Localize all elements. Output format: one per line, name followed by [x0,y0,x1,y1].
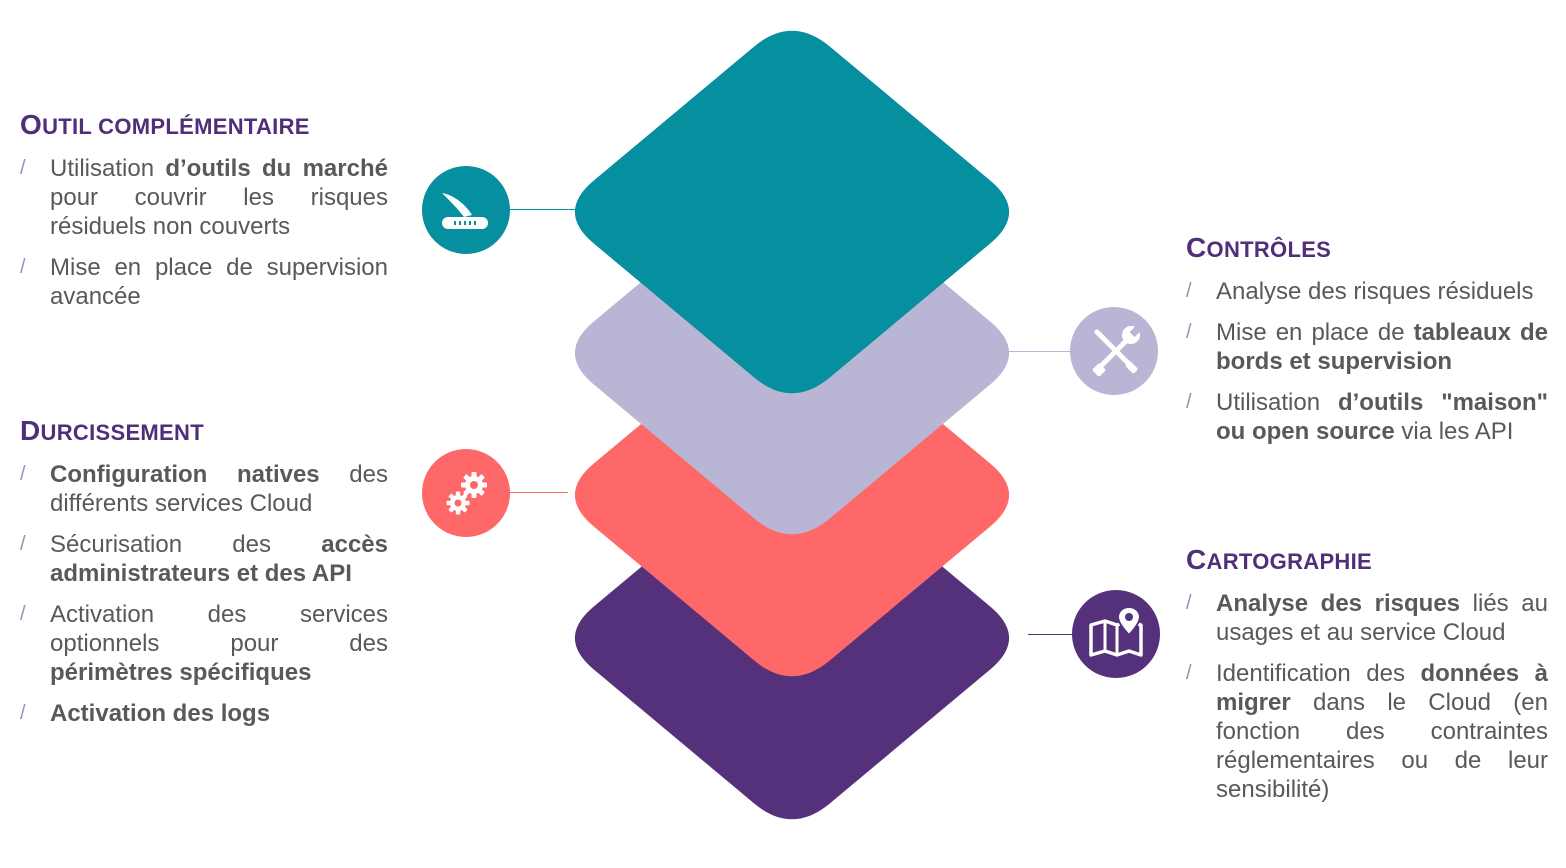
bold-text: Analyse des risques [1216,590,1461,617]
connector-durcissement [508,492,568,493]
slash-bullet-icon: / [20,157,26,179]
slash-bullet-icon: / [20,463,26,485]
gears-icon [446,472,487,515]
outil-section: OUTIL COMPLÉMENTAIRE / Utilisation d’outi… [20,108,388,323]
slash-bullet-icon: / [20,533,26,555]
item-text: des différents services Cloud [50,461,388,517]
cartographie-title: CARTOGRAPHIE [1186,544,1372,575]
bold-text: Configuration natives [50,461,320,488]
controles-title: CONTRÔLES [1186,232,1332,263]
bold-text: accès administrateurs et des API [50,531,388,587]
bold-text: périmètres spécifiques [50,659,312,686]
item-text: dans le Cloud (en fonction des contraint… [1216,689,1548,803]
slash-bullet-icon: / [1186,592,1192,614]
connector-controles [990,351,1070,352]
slash-bullet-icon: / [1186,662,1192,684]
slash-bullet-icon: / [1186,280,1192,302]
list-item: / Utilisation d’outils "maison" ou open s… [1186,388,1548,446]
item-text: pour couvrir les risques résiduels non c… [50,184,388,240]
connector-cartographie [1028,634,1073,635]
item-text: Identification des [1216,660,1421,687]
controles-section: CONTRÔLES / Analyse des risques résiduels… [1186,231,1548,458]
item-text: Activation des services optionnels pour … [50,601,388,657]
bold-text: tableaux de bords et supervision [1216,319,1549,375]
item-text: Utilisation [50,155,166,182]
outil-icon-circle [422,166,510,254]
item-text: liés au usages et au service Cloud [1216,590,1548,646]
list-item: / Sécurisation des accès administrateurs … [20,530,388,588]
slash-bullet-icon: / [1186,391,1192,413]
durcissement-list: / Configuration natives des différents se… [20,460,388,728]
list-item: / Mise en place de supervision avancée [20,253,388,311]
durcissement-title: DURCISSEMENT [20,415,204,446]
durcissement-section: DURCISSEMENT / Configuration natives des … [20,414,388,740]
slash-bullet-icon: / [20,256,26,278]
list-item: / Configuration natives des différents se… [20,460,388,518]
controles-icon-circle [1070,307,1158,395]
item-text: Sécurisation des [50,531,322,558]
bold-text: d’outils "maison" ou open source [1216,389,1548,445]
bold-text: d’outils du marché [165,155,388,182]
connector-outil [508,209,578,210]
slash-bullet-icon: / [20,702,26,724]
cartographie-list: / Analyse des risques liés au usages et a… [1186,589,1548,804]
list-item: / Activation des services optionnels pour… [20,600,388,687]
controles-list: / Analyse des risques résiduels / Mise en p… [1186,277,1548,446]
item-text: via les API [1394,418,1514,445]
durcissement-icon-circle [422,449,510,537]
item-text: Utilisation [1216,389,1338,416]
pocket-knife-icon [442,193,488,229]
tools-icon [1092,325,1141,377]
cartographie-icon-circle [1072,590,1160,678]
item-text: Mise en place de [1216,319,1414,346]
layer-outil [574,30,1010,394]
item-text: Mise en place de supervision avancée [50,254,388,310]
list-item: / Identification des données à migrer dan… [1186,659,1548,804]
bold-text: Activation des logs [50,700,271,727]
slash-bullet-icon: / [20,603,26,625]
outil-list: / Utilisation d’outils du marché pour cou… [20,154,388,311]
outil-title: OUTIL COMPLÉMENTAIRE [20,109,310,140]
item-text: Analyse des risques résiduels [1216,278,1534,305]
list-item: / Utilisation d’outils du marché pour cou… [20,154,388,241]
list-item: / Analyse des risques résiduels [1186,277,1548,306]
slash-bullet-icon: / [1186,321,1192,343]
list-item: / Mise en place de tableaux de bords et s… [1186,318,1548,376]
list-item: / Analyse des risques liés au usages et a… [1186,589,1548,647]
cartographie-section: CARTOGRAPHIE / Analyse des risques liés a… [1186,543,1548,816]
bold-text: données à migrer [1216,660,1548,716]
map-pin-icon [1089,605,1143,657]
list-item: / Activation des logs [20,699,388,728]
